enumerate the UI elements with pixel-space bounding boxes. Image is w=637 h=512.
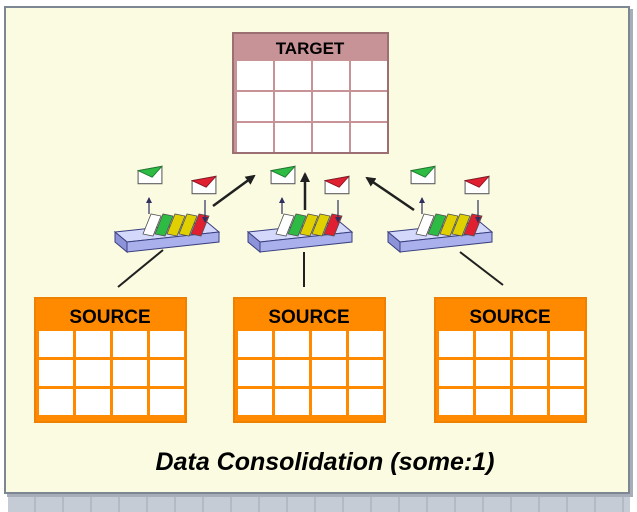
tray-card: [439, 213, 459, 237]
target-label: TARGET: [276, 39, 345, 58]
inbox-tray-icon: [246, 165, 354, 254]
inbox-tray-icon: [386, 165, 494, 254]
source-cell: [550, 331, 584, 357]
tray-card: [311, 213, 331, 237]
source-table-1: SOURCE: [34, 297, 187, 423]
source-table-2: SOURCE: [233, 297, 386, 423]
source-cell: [39, 331, 73, 357]
source-cell: [312, 331, 346, 357]
target-cell: [313, 61, 349, 90]
source-cell: [476, 389, 510, 415]
slide-strip: [8, 496, 630, 512]
tray-card: [451, 213, 471, 237]
target-cell: [237, 61, 273, 90]
target-cell: [275, 123, 311, 152]
source-cell: [113, 331, 147, 357]
source-cell: [476, 331, 510, 357]
source-cell: [439, 360, 473, 386]
source-cell: [513, 331, 547, 357]
source-cell: [39, 389, 73, 415]
source-cell: [150, 389, 184, 415]
source-cell: [275, 360, 309, 386]
tray-card: [275, 213, 295, 237]
target-cell: [275, 61, 311, 90]
target-table: TARGET: [232, 32, 389, 154]
diagram-caption: Data Consolidation (some:1): [156, 448, 495, 476]
red-envelope-icon: [324, 175, 350, 195]
source-cell: [550, 360, 584, 386]
tray-card: [178, 213, 198, 237]
tray-card: [166, 213, 186, 237]
source-cell: [150, 331, 184, 357]
green-envelope-icon: [270, 165, 296, 185]
source-cells-2: [238, 331, 383, 415]
green-envelope-icon: [410, 165, 436, 185]
source-cell: [513, 360, 547, 386]
source-cell: [513, 389, 547, 415]
source-cell: [312, 360, 346, 386]
source-cell: [439, 331, 473, 357]
inbox-tray-icon: [113, 165, 221, 254]
source-cell: [76, 389, 110, 415]
target-cells: [237, 61, 387, 152]
source-cell: [275, 389, 309, 415]
source-cell: [238, 331, 272, 357]
source-cells-3: [439, 331, 584, 415]
source-cell: [439, 389, 473, 415]
source-cell: [76, 360, 110, 386]
target-cell: [237, 92, 273, 121]
source-cell: [113, 389, 147, 415]
red-envelope-icon: [191, 175, 217, 195]
source-table-3: SOURCE: [434, 297, 587, 423]
red-envelope-icon: [464, 175, 490, 195]
source-1-connector: [117, 249, 164, 288]
tray-card: [415, 213, 435, 237]
source-cell: [550, 389, 584, 415]
green-envelope-icon: [137, 165, 163, 185]
source-cell: [349, 360, 383, 386]
tray-card: [142, 213, 162, 237]
source-cell: [349, 331, 383, 357]
source-label-2: SOURCE: [268, 307, 349, 328]
source-cell: [113, 360, 147, 386]
source-label-3: SOURCE: [469, 307, 550, 328]
tray-card: [154, 213, 174, 237]
target-cell: [313, 92, 349, 121]
source-cell: [476, 360, 510, 386]
tray-1-to-target-arrow: [212, 174, 256, 208]
target-cell: [237, 123, 273, 152]
source-cell: [39, 360, 73, 386]
source-cells-1: [39, 331, 184, 415]
source-cell: [76, 331, 110, 357]
tray-card: [287, 213, 307, 237]
target-cell: [351, 123, 387, 152]
source-cell: [238, 389, 272, 415]
source-cell: [150, 360, 184, 386]
tray-card: [299, 213, 319, 237]
target-cell: [351, 61, 387, 90]
source-3-connector: [459, 251, 504, 286]
tray-3-to-target-arrow: [365, 176, 415, 212]
source-label-1: SOURCE: [69, 307, 150, 328]
source-cell: [238, 360, 272, 386]
target-cell: [275, 92, 311, 121]
target-cell: [351, 92, 387, 121]
tray-card: [427, 213, 447, 237]
source-cell: [312, 389, 346, 415]
source-cell: [275, 331, 309, 357]
source-cell: [349, 389, 383, 415]
target-cell: [313, 123, 349, 152]
